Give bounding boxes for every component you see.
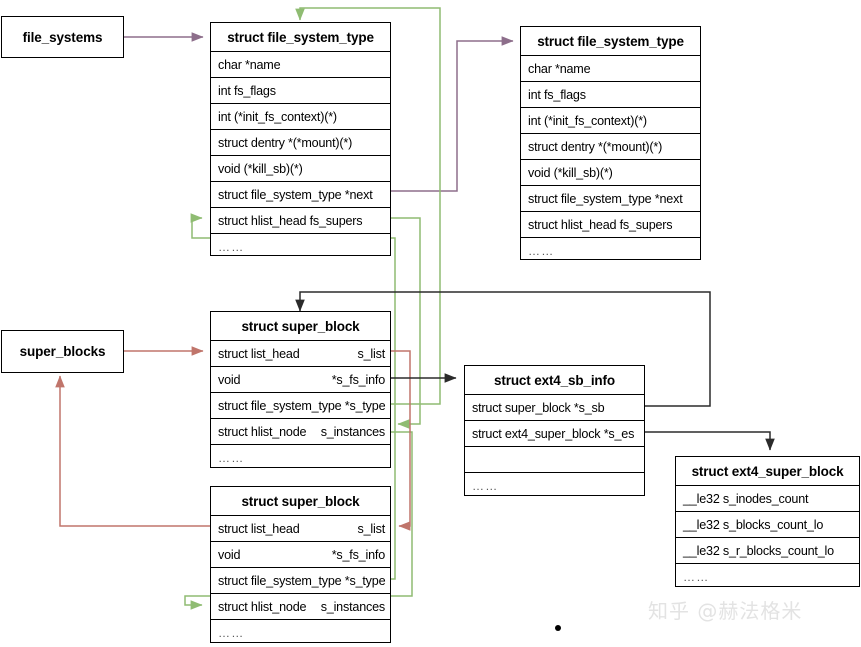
sb2-s-instances-name: s_instances: [320, 599, 386, 614]
ext4-sb-info-title: struct ext4_sb_info: [465, 366, 644, 395]
sb2-s-fs-info-name: *s_fs_info: [331, 547, 386, 562]
sb2-title: struct super_block: [211, 487, 390, 516]
edge-sb1-slist-to-sb2-slist: [390, 350, 411, 531]
sb2-row-s-type: struct file_system_type *s_type: [211, 568, 390, 594]
edge-fst1-next-to-fst2: [390, 36, 514, 192]
sb1-row-s-fs-info: void *s_fs_info: [211, 367, 390, 393]
node-ext4-sb-info[interactable]: struct ext4_sb_info struct super_block *…: [464, 365, 645, 496]
node-super-block-1[interactable]: struct super_block struct list_head s_li…: [210, 311, 391, 468]
sb1-s-list-type: struct list_head: [218, 346, 300, 361]
fst1-row-mount: struct dentry *(*mount)(*): [211, 130, 390, 156]
fst1-title: struct file_system_type: [211, 23, 390, 52]
sb1-s-fs-info-type: void: [218, 372, 241, 387]
sb1-s-instances-type: struct hlist_node: [218, 424, 307, 439]
sb2-s-fs-info-type: void: [218, 547, 241, 562]
fst2-row-ellipsis: ……: [528, 244, 555, 258]
node-file-system-type-1[interactable]: struct file_system_type char *name int f…: [210, 22, 391, 256]
edge-sb2-slist-to-super-blocks: [55, 375, 210, 527]
node-super-block-2[interactable]: struct super_block struct list_head s_li…: [210, 486, 391, 643]
watermark-label: 知乎 @赫法格米: [648, 599, 803, 623]
fst2-row-fs-supers: struct hlist_head fs_supers: [521, 212, 700, 238]
ext4-sb-info-row-s-es: struct ext4_super_block *s_es: [465, 421, 644, 447]
ext4-super-block-row-ellipsis: ……: [683, 570, 710, 584]
ext4-sb-info-row-blank: [465, 447, 644, 473]
node-file-systems[interactable]: file_systems: [1, 16, 124, 58]
fst2-row-mount: struct dentry *(*mount)(*): [521, 134, 700, 160]
fst1-row-name: char *name: [211, 52, 390, 78]
node-ext4-super-block[interactable]: struct ext4_super_block __le32 s_inodes_…: [675, 456, 860, 587]
decorative-dot: [555, 625, 561, 631]
fst1-row-next: struct file_system_type *next: [211, 182, 390, 208]
fst2-row-next: struct file_system_type *next: [521, 186, 700, 212]
sb2-s-instances-type: struct hlist_node: [218, 599, 307, 614]
edge-ext4-sb-info-ses-to-ext4-super-block: [645, 431, 775, 451]
fst1-row-init-fs-context: int (*init_fs_context)(*): [211, 104, 390, 130]
node-file-system-type-2[interactable]: struct file_system_type char *name int f…: [520, 26, 701, 260]
fst2-row-init-fs-context: int (*init_fs_context)(*): [521, 108, 700, 134]
fst1-row-fs-flags: int fs_flags: [211, 78, 390, 104]
fst1-row-kill-sb: void (*kill_sb)(*): [211, 156, 390, 182]
sb2-s-list-type: struct list_head: [218, 521, 300, 536]
node-super-blocks[interactable]: super_blocks: [1, 330, 124, 373]
sb1-row-s-list: struct list_head s_list: [211, 341, 390, 367]
sb2-row-s-list: struct list_head s_list: [211, 516, 390, 542]
sb1-s-instances-name: s_instances: [320, 424, 386, 439]
sb1-row-s-type: struct file_system_type *s_type: [211, 393, 390, 419]
ext4-super-block-row-blocks-count-lo: __le32 s_blocks_count_lo: [676, 512, 859, 538]
fst1-row-fs-supers: struct hlist_head fs_supers: [211, 208, 390, 234]
sb1-s-list-name: s_list: [357, 346, 386, 361]
ext4-super-block-row-inodes-count: __le32 s_inodes_count: [676, 486, 859, 512]
ext4-sb-info-row-s-sb: struct super_block *s_sb: [465, 395, 644, 421]
ext4-sb-info-row-ellipsis: ……: [472, 479, 499, 493]
sb1-row-s-instances: struct hlist_node s_instances: [211, 419, 390, 445]
sb1-title: struct super_block: [211, 312, 390, 341]
edge-fst1-fs-supers-to-sb1-instances: [390, 217, 421, 429]
ext4-super-block-row-r-blocks-count-lo: __le32 s_r_blocks_count_lo: [676, 538, 859, 564]
fst2-row-kill-sb: void (*kill_sb)(*): [521, 160, 700, 186]
ext4-super-block-title: struct ext4_super_block: [676, 457, 859, 486]
super-blocks-label: super_blocks: [19, 344, 106, 359]
sb2-s-list-name: s_list: [357, 521, 386, 536]
fst2-row-name: char *name: [521, 56, 700, 82]
sb1-row-ellipsis: ……: [218, 451, 245, 465]
fst1-row-ellipsis: ……: [218, 240, 245, 254]
sb2-row-ellipsis: ……: [218, 626, 245, 640]
fst2-title: struct file_system_type: [521, 27, 700, 56]
file-systems-label: file_systems: [22, 29, 103, 45]
sb1-s-fs-info-name: *s_fs_info: [331, 372, 386, 387]
sb2-row-s-fs-info: void *s_fs_info: [211, 542, 390, 568]
fst2-row-fs-flags: int fs_flags: [521, 82, 700, 108]
sb2-row-s-instances: struct hlist_node s_instances: [211, 594, 390, 620]
